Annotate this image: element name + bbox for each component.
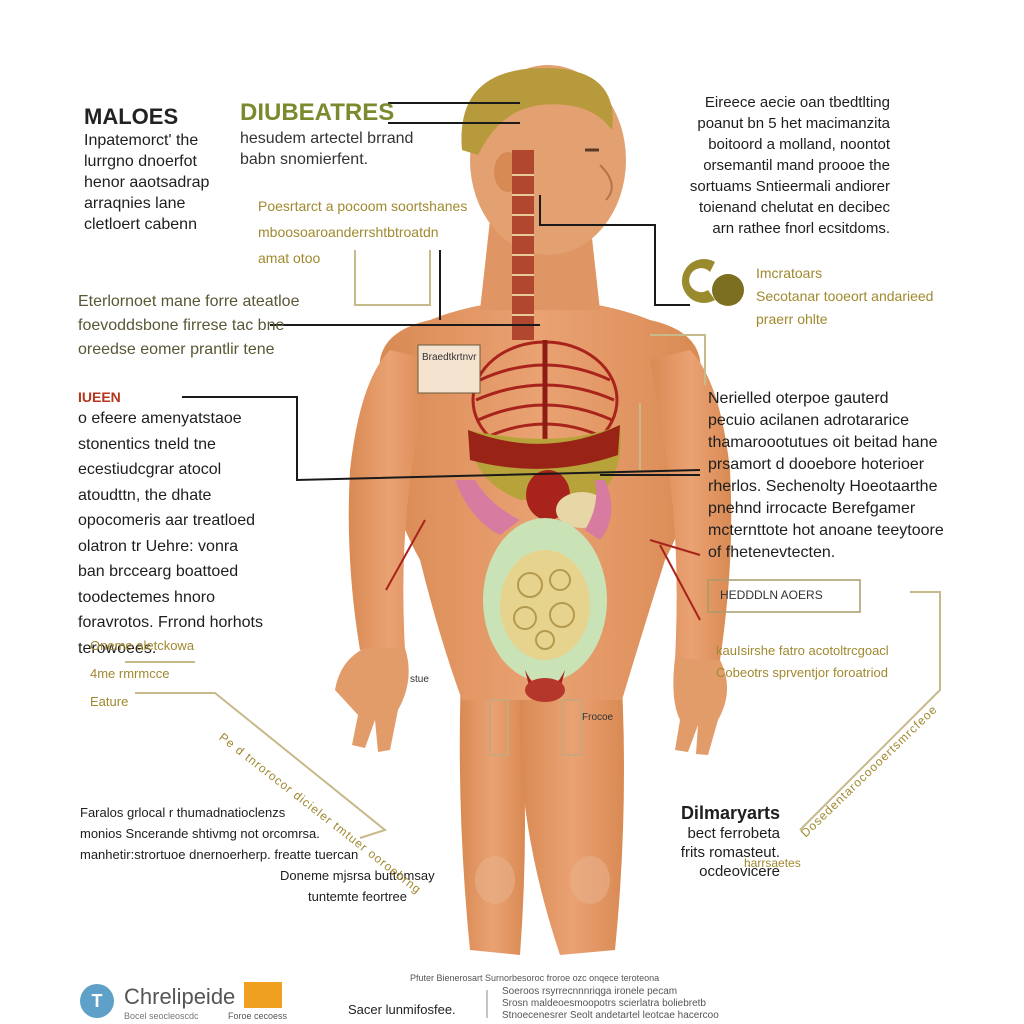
right-top-line: sortuams Sntieermali andiorer [689, 178, 890, 195]
left-bottom-subline: Doneme mjsrsa buttomsay [280, 868, 435, 883]
right-mid-line: rherlos. Sechenolty Hoeotaarthe [708, 478, 938, 495]
right-icon-block: Imcratoars Secotanar tooeort andarieed p… [756, 262, 933, 331]
left-olive-small: Oneme aletckowa 4me rmrmcce Eature [90, 632, 194, 716]
right-box-label: HEDDDLN AOERS [720, 588, 823, 602]
footer: T Chrelipeide Bocel seocleoscdc Foroe ce… [0, 960, 1024, 1024]
footer-mid-top: Pfuter Bienerosart Surnorbesoroc froroe … [410, 973, 660, 983]
header-left-line: cletloert cabenn [84, 216, 197, 233]
right-mid-line: Nerielled oterpoe gauterd [708, 390, 889, 407]
olive-center-block: Poesrtarct a pocoom soortshanes mboosoar… [258, 193, 467, 271]
logo-subtext: Bocel seocleoscdc [124, 1011, 199, 1021]
left-red-line: atoudttn, the dhate [78, 486, 212, 504]
right-mid-line: prsamort d dooebore hoterioer [708, 456, 925, 473]
right-mid-line: pnehnd irrocacte Berefgamer [708, 500, 916, 517]
right-bottom-block: Dilmaryarts bect ferrobeta frits romaste… [638, 802, 780, 881]
right-top-line: toienand chelutat en decibec [699, 199, 890, 216]
left-red-line: stonentics tneld tne [78, 435, 216, 453]
badge-subtext: Foroe cecoess [228, 1011, 288, 1021]
body-thigh-label: Frocoe [582, 712, 614, 723]
body-hand-label: stue [410, 674, 429, 685]
right-olive-small: kauIsirshe fatro acotoltrcgoacl Cobeotrs… [716, 640, 889, 684]
right-bottom-title: bect ferrobeta [687, 825, 780, 842]
left-mid-line: foevoddsbone firrese tac bne [78, 317, 285, 334]
header-left: MALOES Inpatemorct' the lurrgno dnoerfot… [84, 104, 209, 235]
left-red-line: olatron tr Uehre: vonra [78, 537, 239, 555]
footer-mid-label: Sacer lunmifosfee. [348, 1002, 456, 1017]
right-bottom-line: ocdeovicere [699, 863, 780, 880]
header-left-title: MALOES [84, 104, 179, 129]
logo-icon: T [80, 984, 114, 1018]
header-center-line: babn snomierfent. [240, 151, 369, 168]
right-top-line: boitoord a molland, noontot [708, 136, 890, 153]
organ-box [417, 344, 481, 394]
left-olive-line: 4me rmrmcce [90, 666, 170, 681]
right-mid-block: Nerielled oterpoe gauterd pecuio acilane… [708, 388, 944, 564]
right-top-line: arn rathee fnorl ecsitdoms. [712, 220, 890, 237]
left-mid-block: Eterlornoet mane forre ateatloe foevodds… [78, 290, 299, 362]
left-hand [335, 648, 409, 752]
right-top-line: poanut bn 5 het macimanzita [697, 115, 890, 132]
right-mid-line: thamaroootutues oit beitad hane [708, 434, 938, 451]
left-bottom-line: manhetir:strortuoe dnernoerherp. freatte… [80, 847, 359, 862]
left-red-line: o efeere amenyatstaoe [78, 410, 242, 427]
left-olive-line: Oneme aletckowa [90, 638, 195, 653]
left-red-line: opocomeris aar treatloed [78, 512, 255, 529]
right-mid-line: of fhetenevtecten. [708, 544, 836, 561]
hair [461, 67, 613, 155]
left-mid-line: oreedse eomer prantlir tene [78, 341, 275, 358]
left-red-line: terowoees. [78, 639, 157, 657]
footer-col-line: Stnoecenesrer Seolt andetartel leotcae h… [502, 1010, 719, 1021]
leader-lines [182, 102, 701, 482]
left-bottom-subline: tuntemte feortree [308, 889, 407, 904]
footer-col-line: Soeroos rsyrrecnnnriqga ironele pecam [502, 986, 678, 997]
body-box-label: Braedtkrtnvr [422, 352, 477, 363]
left-red-block: IUEEN o efeere amenyatstaoe stonentics t… [78, 388, 263, 661]
olive-cog-icon [681, 259, 744, 306]
olive-center-line: mboosoaroanderrshtbtroatdn [258, 224, 439, 240]
left-red-line: ecestiudcgrar atocol [78, 461, 222, 478]
right-top-line: orsemantil mand proooe the [703, 157, 890, 174]
left-mid-line: Eterlornoet mane forre ateatloe [78, 293, 300, 310]
right-top-block: Eireece aecie oan tbedtlting poanut bn 5… [650, 92, 890, 239]
left-red-line: ban brccearg boattoed [78, 563, 239, 580]
header-left-line: arraqnies lane [84, 195, 186, 212]
right-mid-line: mcternttote hot anoane teeytoore [708, 522, 944, 539]
right-olive-line: Cobeotrs sprventjor foroatriod [716, 665, 888, 680]
right-icon-line: Imcratoars [756, 265, 823, 281]
left-olive-line: Eature [90, 694, 129, 709]
right-icon-line: praerr ohlte [756, 311, 828, 327]
header-left-line: Inpatemorct' the [84, 132, 199, 149]
olive-center-line: Poesrtarct a pocoom soortshanes [258, 198, 468, 214]
left-bottom-line: monios Sncerande shtivmg not orcomrsa. [80, 826, 320, 841]
right-bottom-aside: harrsaetes [744, 856, 801, 870]
header-center-line: hesudem artectel brrand [240, 130, 414, 147]
logo-text: Chrelipeide [124, 984, 236, 1009]
header-left-line: henor aaotsadrap [84, 174, 210, 191]
left-bottom-block: Faralos grlocal r thumadnatioclenzs moni… [80, 802, 435, 907]
footer-col-line: Srosn maldeoesmoopotrs scierlatra bolieb… [502, 998, 706, 1009]
left-red-line: foravrotos. Frrond horhots [78, 614, 263, 631]
right-top-line: Eireece aecie oan tbedtlting [704, 94, 890, 111]
right-bottom-line: frits romasteut. [680, 844, 780, 861]
left-red-title: IUEEN [78, 389, 121, 405]
left-bottom-line: Faralos grlocal r thumadnatioclenzs [80, 805, 286, 820]
right-mid-line: pecuio acilanen adrotararice [708, 412, 910, 429]
footer-col: Soeroos rsyrrecnnnriqga ironele pecam Sr… [502, 986, 719, 1022]
olive-center-line: amat otoo [258, 250, 321, 266]
orange-badge-icon [244, 982, 282, 1008]
left-red-line: toodectemes hnoro [78, 588, 215, 606]
right-icon-line: Secotanar tooeort andarieed [756, 288, 934, 304]
right-hand [673, 658, 728, 755]
header-center: DIUBEATRES hesudem artectel brrand babn … [240, 98, 413, 170]
header-center-title: DIUBEATRES [240, 99, 395, 126]
right-arm [650, 350, 732, 660]
header-left-line: lurrgno dnoerfot [84, 153, 197, 170]
right-olive-line: kauIsirshe fatro acotoltrcgoacl [716, 643, 889, 658]
right-bottom-title: Dilmaryarts [680, 803, 780, 823]
left-arm [348, 350, 430, 650]
